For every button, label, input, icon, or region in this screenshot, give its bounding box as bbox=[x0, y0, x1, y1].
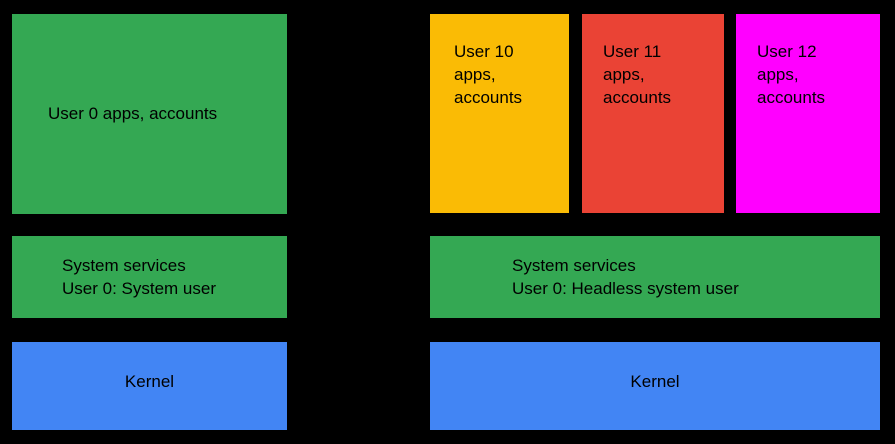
box-system-services-left: System services User 0: System user bbox=[12, 236, 287, 318]
box-user11-apps: User 11 apps, accounts bbox=[582, 14, 724, 213]
box-kernel-right: Kernel bbox=[430, 342, 880, 430]
box-user0-apps: User 0 apps, accounts bbox=[12, 14, 287, 214]
box-system-services-right: System services User 0: Headless system … bbox=[430, 236, 880, 318]
box-kernel-left: Kernel bbox=[12, 342, 287, 430]
box-user10-apps: User 10 apps, accounts bbox=[430, 14, 569, 213]
box-user12-apps: User 12 apps, accounts bbox=[736, 14, 880, 213]
